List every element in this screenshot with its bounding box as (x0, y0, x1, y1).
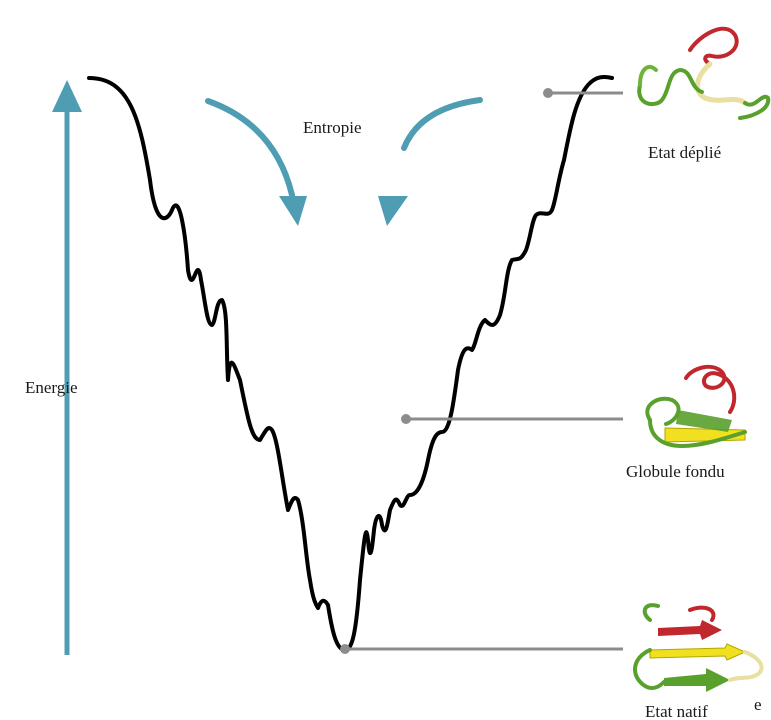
energy-label: Energie (25, 378, 78, 397)
molten-globule-structure-illustration (645, 364, 747, 449)
entropy-arrow-right (378, 97, 483, 226)
connector-unfolded (543, 88, 623, 98)
energy-funnel-curve (87, 74, 614, 652)
entropy-arrow-left (205, 98, 307, 226)
native-structure-illustration (633, 603, 764, 692)
molten-globule-label: Globule fondu (626, 462, 725, 481)
edge-mark: e (754, 695, 762, 714)
connector-molten-globule (401, 414, 623, 424)
native-state-label: Etat natif (645, 702, 708, 720)
connector-native (340, 644, 623, 654)
unfolded-state-label: Etat déplié (648, 143, 721, 162)
entropy-label: Entropie (303, 118, 362, 137)
unfolded-structure-illustration (637, 26, 771, 120)
energy-axis-arrow (52, 80, 82, 655)
